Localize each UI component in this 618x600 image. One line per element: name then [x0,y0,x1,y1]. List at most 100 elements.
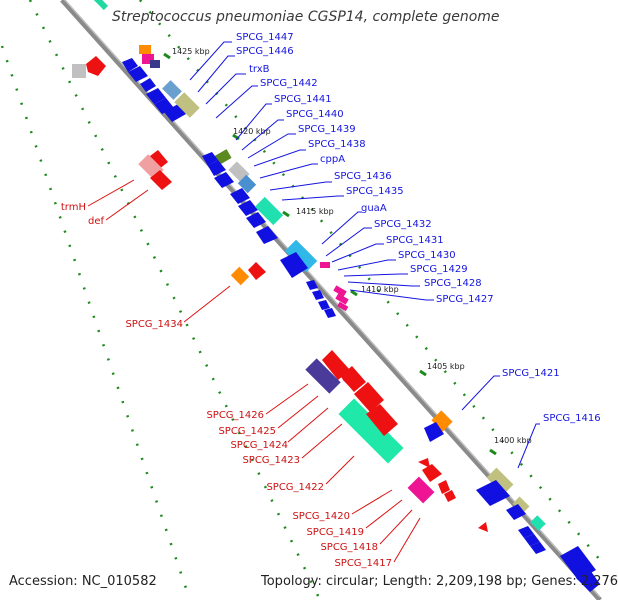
gene-arrow[interactable] [576,570,600,592]
gene-label-trmH[interactable]: trmH [61,202,86,213]
gene-label-SPCG_1426[interactable]: SPCG_1426 [206,410,264,421]
gene-arrow[interactable] [150,170,172,190]
gene-arrow[interactable] [318,300,330,310]
map-title: Streptococcus pneumoniae CGSP14, complet… [112,9,500,25]
gene-label-SPCG_1425[interactable]: SPCG_1425 [218,426,276,437]
gene-box[interactable] [486,467,514,495]
gene-arrow[interactable] [524,534,540,546]
gene-arrow[interactable] [230,188,250,204]
kbp-label-1410: 1410 kbp [361,285,399,294]
gene-label-SPCG_1447[interactable]: SPCG_1447 [236,32,294,43]
gene-arrow[interactable] [146,88,166,104]
gene-box[interactable] [338,398,404,464]
gene-box[interactable] [337,301,349,312]
gene-label-SPCG_1441[interactable]: SPCG_1441 [274,94,332,105]
gene-box[interactable] [162,80,182,100]
gene-label-SPCG_1416[interactable]: SPCG_1416 [543,413,601,424]
gene-arrow[interactable] [476,480,510,506]
gene-arrow[interactable] [306,280,318,290]
gene-arrow[interactable] [478,522,488,532]
gene-box[interactable] [333,285,347,297]
gene-box[interactable] [93,0,109,11]
gene-arrow[interactable] [518,526,534,538]
gene-box[interactable] [335,293,349,305]
gene-label-SPCG_1421[interactable]: SPCG_1421 [502,368,560,379]
gene-label-def[interactable]: def [88,216,105,227]
gene-arrow[interactable] [324,308,336,318]
gene-label-SPCG_1436[interactable]: SPCG_1436 [334,171,392,182]
topology-label: Topology: circular; Length: 2,209,198 bp… [261,574,618,589]
gene-box[interactable] [342,372,360,390]
gene-arrow[interactable] [128,66,148,82]
gene-label-SPCG_1420[interactable]: SPCG_1420 [292,511,350,522]
gene-arrow[interactable] [164,104,186,122]
gene-box[interactable] [150,60,160,68]
gene-label-SPCG_1446[interactable]: SPCG_1446 [236,46,294,57]
gene-arrow[interactable] [418,458,430,468]
gene-label-SPCG_1424[interactable]: SPCG_1424 [230,440,288,451]
gene-arrow[interactable] [238,200,258,216]
gene-box[interactable] [237,174,257,194]
gene-arrow[interactable] [202,152,218,166]
gene-box[interactable] [230,266,250,286]
gene-arrow[interactable] [366,404,398,436]
gene-arrow[interactable] [422,464,442,482]
gene-box[interactable] [530,515,546,531]
gene-label-SPCG_1439[interactable]: SPCG_1439 [298,124,356,135]
gene-box[interactable] [139,45,151,54]
gene-label-SPCG_1428[interactable]: SPCG_1428 [424,278,482,289]
gene-arrow[interactable] [208,160,226,176]
gene-box[interactable] [320,262,330,268]
gene-box[interactable] [407,476,435,504]
gene-label-SPCG_1430[interactable]: SPCG_1430 [398,250,456,261]
gene-label-SPCG_1418[interactable]: SPCG_1418 [320,542,378,553]
gene-box[interactable] [305,358,341,394]
gene-arrow[interactable] [354,382,384,412]
gene-arrow[interactable] [530,542,546,554]
gene-label-SPCG_1435[interactable]: SPCG_1435 [346,186,404,197]
gene-label-SPCG_1442[interactable]: SPCG_1442 [260,78,318,89]
gene-arrow[interactable] [444,490,456,502]
kbp-label-1405: 1405 kbp [427,362,465,371]
gene-label-SPCG_1422[interactable]: SPCG_1422 [266,482,324,493]
gene-label-cppA[interactable]: cppA [320,154,345,165]
gene-box[interactable] [72,64,86,78]
gene-box[interactable] [284,239,318,273]
gene-box[interactable] [431,410,453,432]
gene-arrow[interactable] [122,58,138,72]
gene-label-SPCG_1427[interactable]: SPCG_1427 [436,294,494,305]
gene-label-SPCG_1419[interactable]: SPCG_1419 [306,527,364,538]
gene-arrow[interactable] [214,172,234,188]
gene-box[interactable] [142,54,154,64]
kbp-label-1415: 1415 kbp [296,207,334,216]
gene-arrow[interactable] [506,504,526,520]
gene-label-SPCG_1417[interactable]: SPCG_1417 [334,558,392,569]
gene-arrow[interactable] [248,262,266,280]
gene-label-trxB[interactable]: trxB [249,64,270,75]
gene-arrow[interactable] [246,212,266,228]
gene-label-SPCG_1434[interactable]: SPCG_1434 [125,319,183,330]
gene-box[interactable] [512,496,530,514]
gene-arrow[interactable] [424,422,444,442]
gene-arrow[interactable] [256,226,278,244]
gene-label-SPCG_1429[interactable]: SPCG_1429 [410,264,468,275]
gene-box[interactable] [254,196,284,226]
gene-label-SPCG_1423[interactable]: SPCG_1423 [242,455,300,466]
gene-arrow[interactable] [150,150,168,170]
gene-arrow[interactable] [280,252,308,278]
gene-label-SPCG_1431[interactable]: SPCG_1431 [386,235,444,246]
gene-box[interactable] [174,92,200,118]
gene-label-SPCG_1432[interactable]: SPCG_1432 [374,219,432,230]
gene-arrow[interactable] [322,350,350,380]
genome-map: 1425 kbp 1420 kbp 1415 kbp 1410 kbp 1405… [0,0,602,600]
gene-arrow[interactable] [86,56,106,76]
kbp-label-1420: 1420 kbp [233,127,271,136]
gene-arrow[interactable] [438,480,450,494]
gene-label-guaA[interactable]: guaA [361,203,387,214]
gene-arrow[interactable] [560,546,596,580]
gene-arrow[interactable] [140,78,156,92]
gene-arrow[interactable] [312,290,324,300]
minus-leaders [87,179,421,563]
gene-label-SPCG_1440[interactable]: SPCG_1440 [286,109,344,120]
gene-label-SPCG_1438[interactable]: SPCG_1438 [308,139,366,150]
